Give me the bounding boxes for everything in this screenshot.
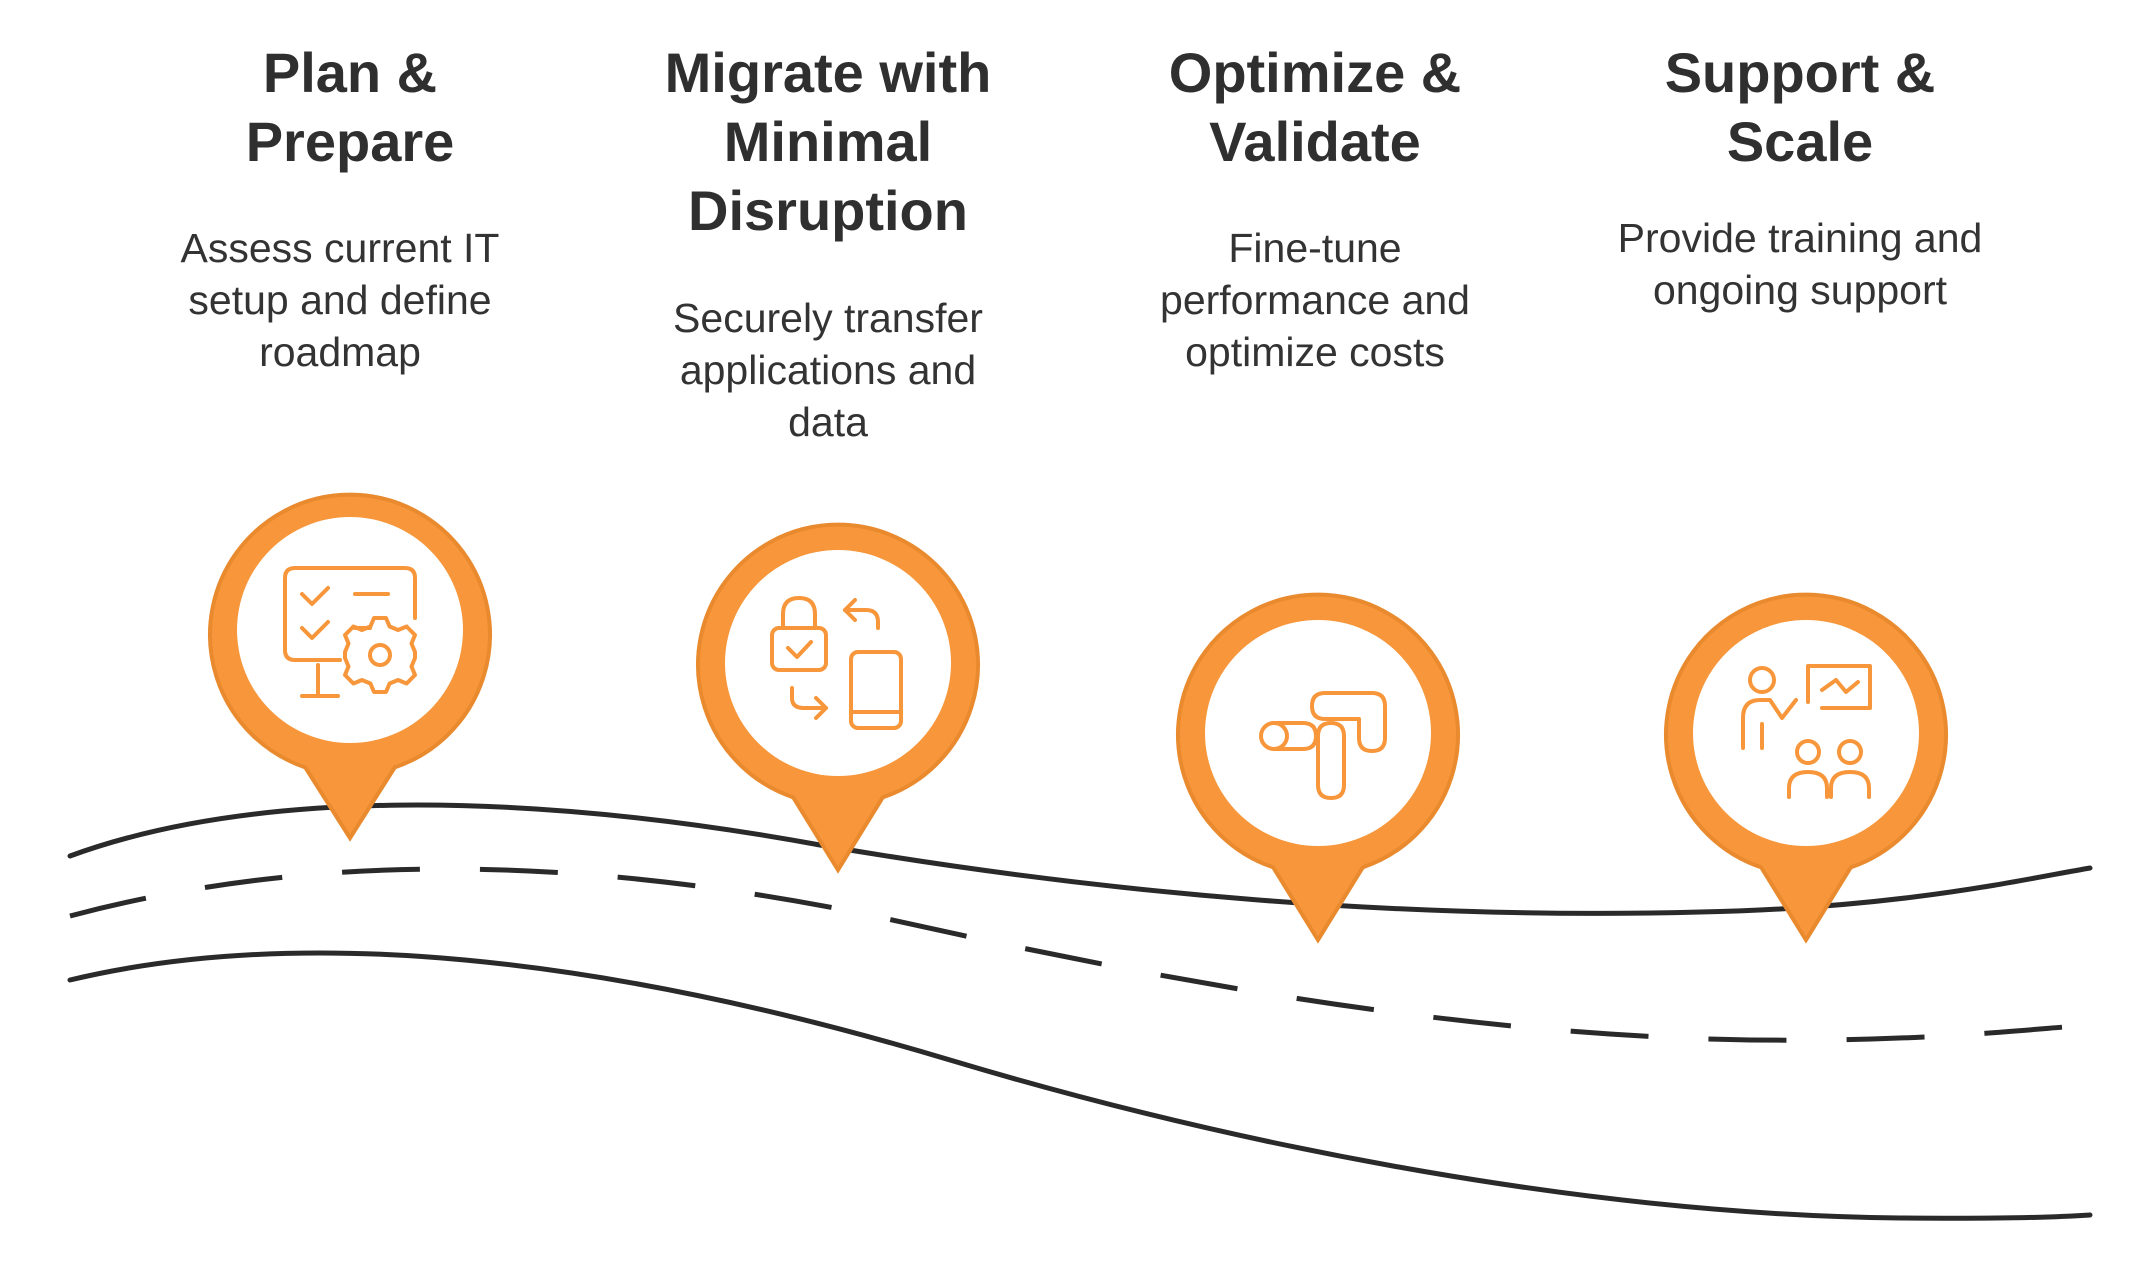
pin-migrate: [696, 522, 980, 874]
title-line: Support &: [1664, 41, 1936, 104]
description-line: optimize costs: [1185, 329, 1445, 375]
title-line: Validate: [1209, 110, 1421, 173]
description-line: data: [788, 399, 868, 445]
description-line: applications and: [679, 347, 977, 393]
description-line: roadmap: [259, 329, 421, 375]
title-line: Scale: [1726, 110, 1874, 173]
pin-plan-prepare: [208, 492, 492, 842]
description-line: ongoing support: [1652, 267, 1948, 313]
road-bottom-edge: [67, 950, 2093, 1221]
step-description-migrate: Securely transfer applications and data: [618, 292, 1038, 448]
description-line: performance and: [1160, 277, 1470, 323]
step-description-support-scale: Provide training and ongoing support: [1590, 212, 2010, 316]
optimize-arrow-icon: [1259, 691, 1387, 800]
monitor-checklist-gear-icon: [283, 566, 417, 698]
road-top-edge: [67, 802, 2093, 916]
presenter-training-icon: [1741, 664, 1872, 799]
step-title-migrate: Migrate with Minimal Disruption: [618, 38, 1038, 245]
description-line: Securely transfer: [673, 295, 983, 341]
step-title-optimize-validate: Optimize & Validate: [1105, 38, 1525, 176]
title-line: Prepare: [245, 110, 455, 173]
pin-support-scale: [1664, 592, 1948, 944]
description-line: Provide training and: [1617, 215, 1983, 261]
step-description-optimize-validate: Fine-tune performance and optimize costs: [1105, 222, 1525, 378]
pin-optimize-validate: [1176, 592, 1460, 944]
step-description-plan-prepare: Assess current IT setup and define roadm…: [130, 222, 550, 378]
step-title-support-scale: Support & Scale: [1590, 38, 2010, 176]
step-title-plan-prepare: Plan & Prepare: [140, 38, 560, 176]
description-line: setup and define: [188, 277, 492, 323]
road-center-dashes: [69, 866, 2091, 1043]
description-line: Fine-tune: [1228, 225, 1402, 271]
lock-transfer-device-icon: [770, 596, 903, 730]
title-line: Migrate with: [664, 41, 992, 104]
title-line: Disruption: [688, 179, 968, 242]
title-line: Plan &: [262, 41, 438, 104]
title-line: Minimal: [723, 110, 933, 173]
title-line: Optimize &: [1168, 41, 1462, 104]
description-line: Assess current IT: [180, 225, 500, 271]
